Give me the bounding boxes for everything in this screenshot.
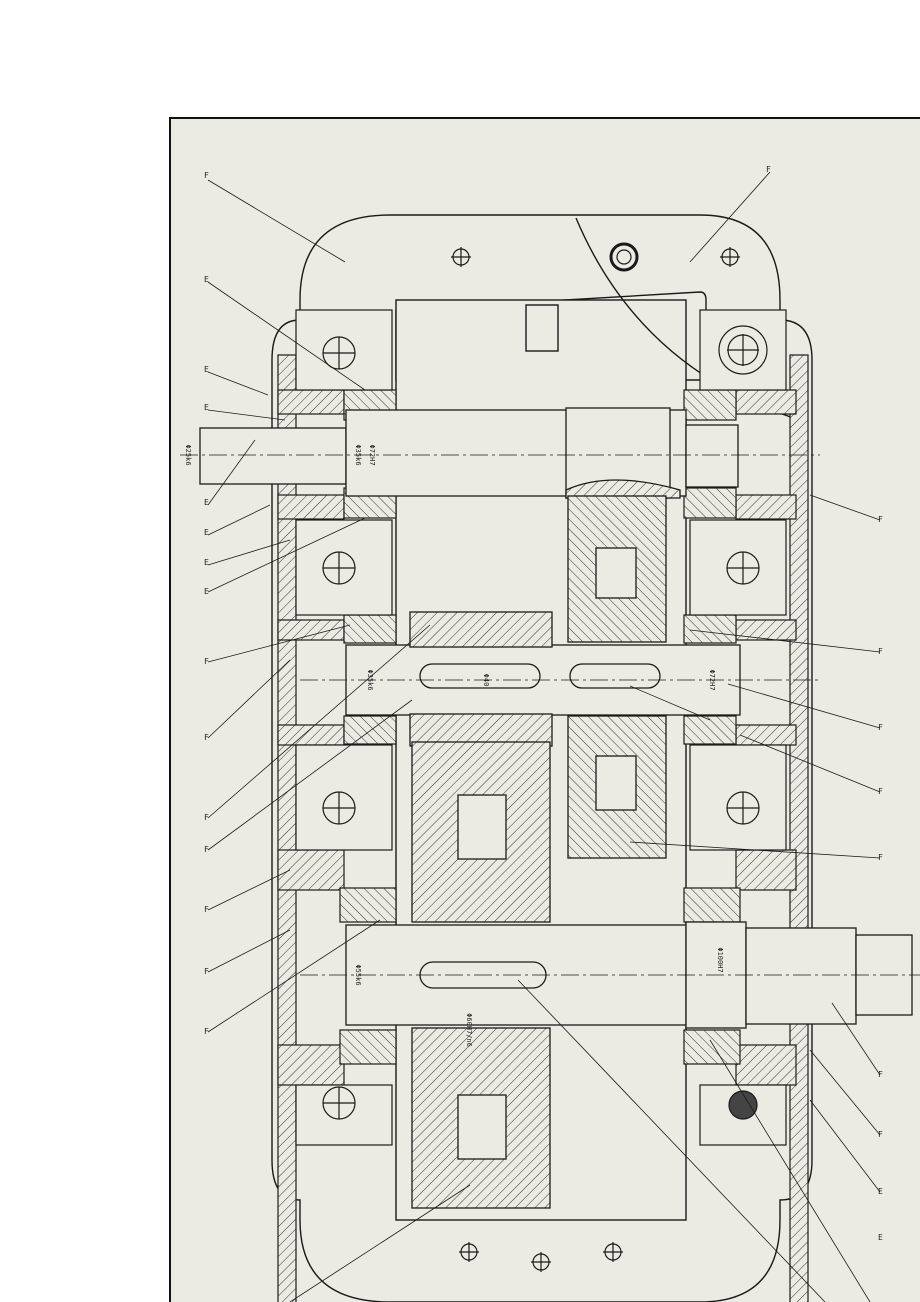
callout-right-9: E <box>878 1233 883 1242</box>
dim-input-bearing-bore: Φ72H7 <box>368 444 376 465</box>
callout-left-8: E <box>204 587 209 596</box>
callout-left-4: E <box>204 403 209 412</box>
input-shaft <box>199 407 739 499</box>
callout-right-4: F <box>878 787 883 796</box>
dim-output-right-bearing: Φ100H7 <box>716 947 724 972</box>
callout-right-3: F <box>878 723 883 732</box>
callout-left-1: F <box>204 171 209 180</box>
dim-mid-left-seat: Φ35k6 <box>366 669 374 690</box>
centre-lines <box>180 454 920 976</box>
callout-right-1: F <box>878 515 883 524</box>
callout-left-11: F <box>204 813 209 822</box>
leader-callouts: F E E E E E E E F F F F F F F F F F F F … <box>204 165 883 1242</box>
callout-left-3: E <box>204 365 209 374</box>
callout-right-2: F <box>878 647 883 656</box>
dim-mid-right-bearing: Φ72H7 <box>708 669 716 690</box>
callout-left-6: E <box>204 528 209 537</box>
callout-left-9: F <box>204 657 209 666</box>
callout-left-13: F <box>204 905 209 914</box>
callout-left-10: F <box>204 733 209 742</box>
dimension-labels: Φ25k6 Φ72H7 Φ35k6 Φ35k6 Φ40 Φ72H7 Φ55k6 … <box>184 444 724 1046</box>
callout-left-2: E <box>204 275 209 284</box>
callout-left-7: E <box>204 558 209 567</box>
callout-left-12: F <box>204 845 209 854</box>
bolt-holes <box>322 242 768 1272</box>
dim-mid-gear-fit: Φ40 <box>482 674 490 687</box>
callout-right-top: F <box>766 165 771 174</box>
callout-right-7: F <box>878 1130 883 1139</box>
dim-output-left-seat: Φ55k6 <box>354 964 362 985</box>
callout-right-5: F <box>878 853 883 862</box>
callout-left-15: F <box>204 1027 209 1036</box>
leader-lines <box>207 171 881 1302</box>
bearing-housings <box>295 309 787 1146</box>
dim-input-shaft-seat: Φ35k6 <box>354 444 362 465</box>
dim-input-shaft-end: Φ25k6 <box>184 444 192 465</box>
callout-left-14: F <box>204 967 209 976</box>
callout-left-5: E <box>204 498 209 507</box>
callout-right-8: E <box>878 1187 883 1196</box>
dim-output-gear-fit: Φ60H7/n6 <box>465 1013 473 1047</box>
callout-right-6: F <box>878 1070 883 1079</box>
